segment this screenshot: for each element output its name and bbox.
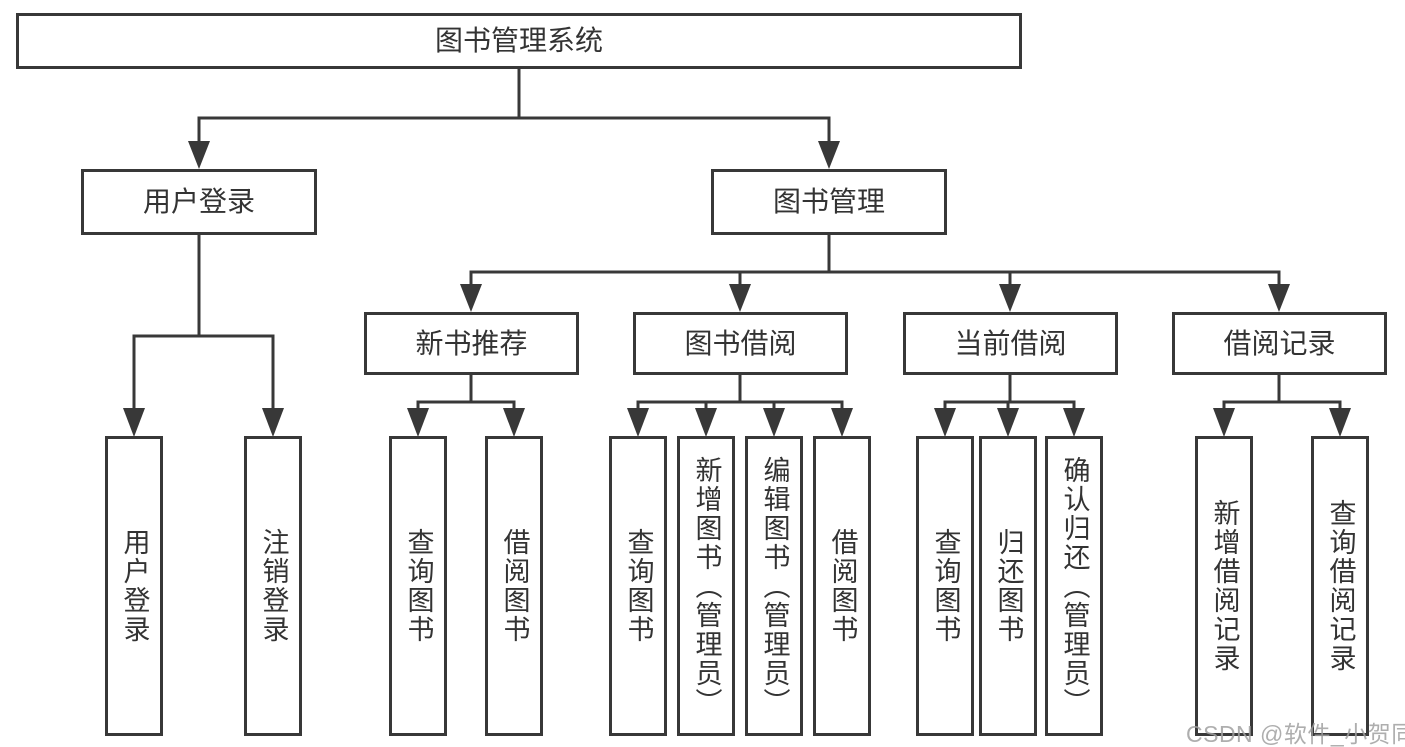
leaf-edit-books-admin: 编辑图书（管理员） — [745, 436, 803, 736]
node-borrowing-records: 借阅记录 — [1172, 312, 1387, 375]
node-new-book-recommend: 新书推荐 — [364, 312, 579, 375]
leaf-add-books-admin: 新增图书（管理员） — [677, 436, 735, 736]
node-root-system: 图书管理系统 — [16, 13, 1022, 69]
node-label: 归还图书 — [993, 528, 1024, 644]
node-book-borrowing: 图书借阅 — [633, 312, 848, 375]
node-label: 新书推荐 — [415, 327, 528, 359]
leaf-query-borrow-record: 查询借阅记录 — [1311, 436, 1369, 736]
leaf-user-login: 用户登录 — [105, 436, 163, 736]
node-label: 查询借阅记录 — [1325, 499, 1356, 673]
node-label: 注销登录 — [258, 528, 289, 644]
node-label: 确认归还（管理员） — [1059, 455, 1090, 717]
node-label: 当前借阅 — [954, 327, 1067, 359]
leaf-query-books: 查询图书 — [389, 436, 447, 736]
leaf-return-books: 归还图书 — [979, 436, 1037, 736]
node-label: 新增借阅记录 — [1209, 499, 1240, 673]
node-label: 新增图书（管理员） — [691, 455, 722, 717]
leaf-query-books: 查询图书 — [609, 436, 667, 736]
node-current-borrowing: 当前借阅 — [903, 312, 1118, 375]
node-label: 用户登录 — [142, 186, 255, 217]
node-book-management: 图书管理 — [711, 169, 947, 235]
leaf-confirm-return-admin: 确认归还（管理员） — [1045, 436, 1103, 736]
node-label: 图书管理系统 — [434, 25, 603, 56]
node-label: 查询图书 — [623, 528, 654, 644]
arrowhead-icons — [123, 141, 1351, 437]
leaf-logout: 注销登录 — [244, 436, 302, 736]
node-label: 借阅记录 — [1223, 327, 1336, 359]
node-label: 图书借阅 — [684, 327, 797, 359]
csdn-watermark: CSDN @软件_小贺同学 — [1186, 721, 1405, 747]
leaf-borrow-books: 借阅图书 — [485, 436, 543, 736]
leaf-add-borrow-record: 新增借阅记录 — [1195, 436, 1253, 736]
node-label: 查询图书 — [403, 528, 434, 644]
leaf-borrow-books: 借阅图书 — [813, 436, 871, 736]
node-label: 借阅图书 — [499, 528, 530, 644]
node-label: 用户登录 — [119, 528, 150, 644]
node-label: 借阅图书 — [827, 528, 858, 644]
node-label: 查询图书 — [930, 528, 961, 644]
leaf-query-books: 查询图书 — [916, 436, 974, 736]
node-user-login: 用户登录 — [81, 169, 317, 235]
node-label: 图书管理 — [772, 186, 885, 217]
node-label: 编辑图书（管理员） — [759, 455, 790, 717]
